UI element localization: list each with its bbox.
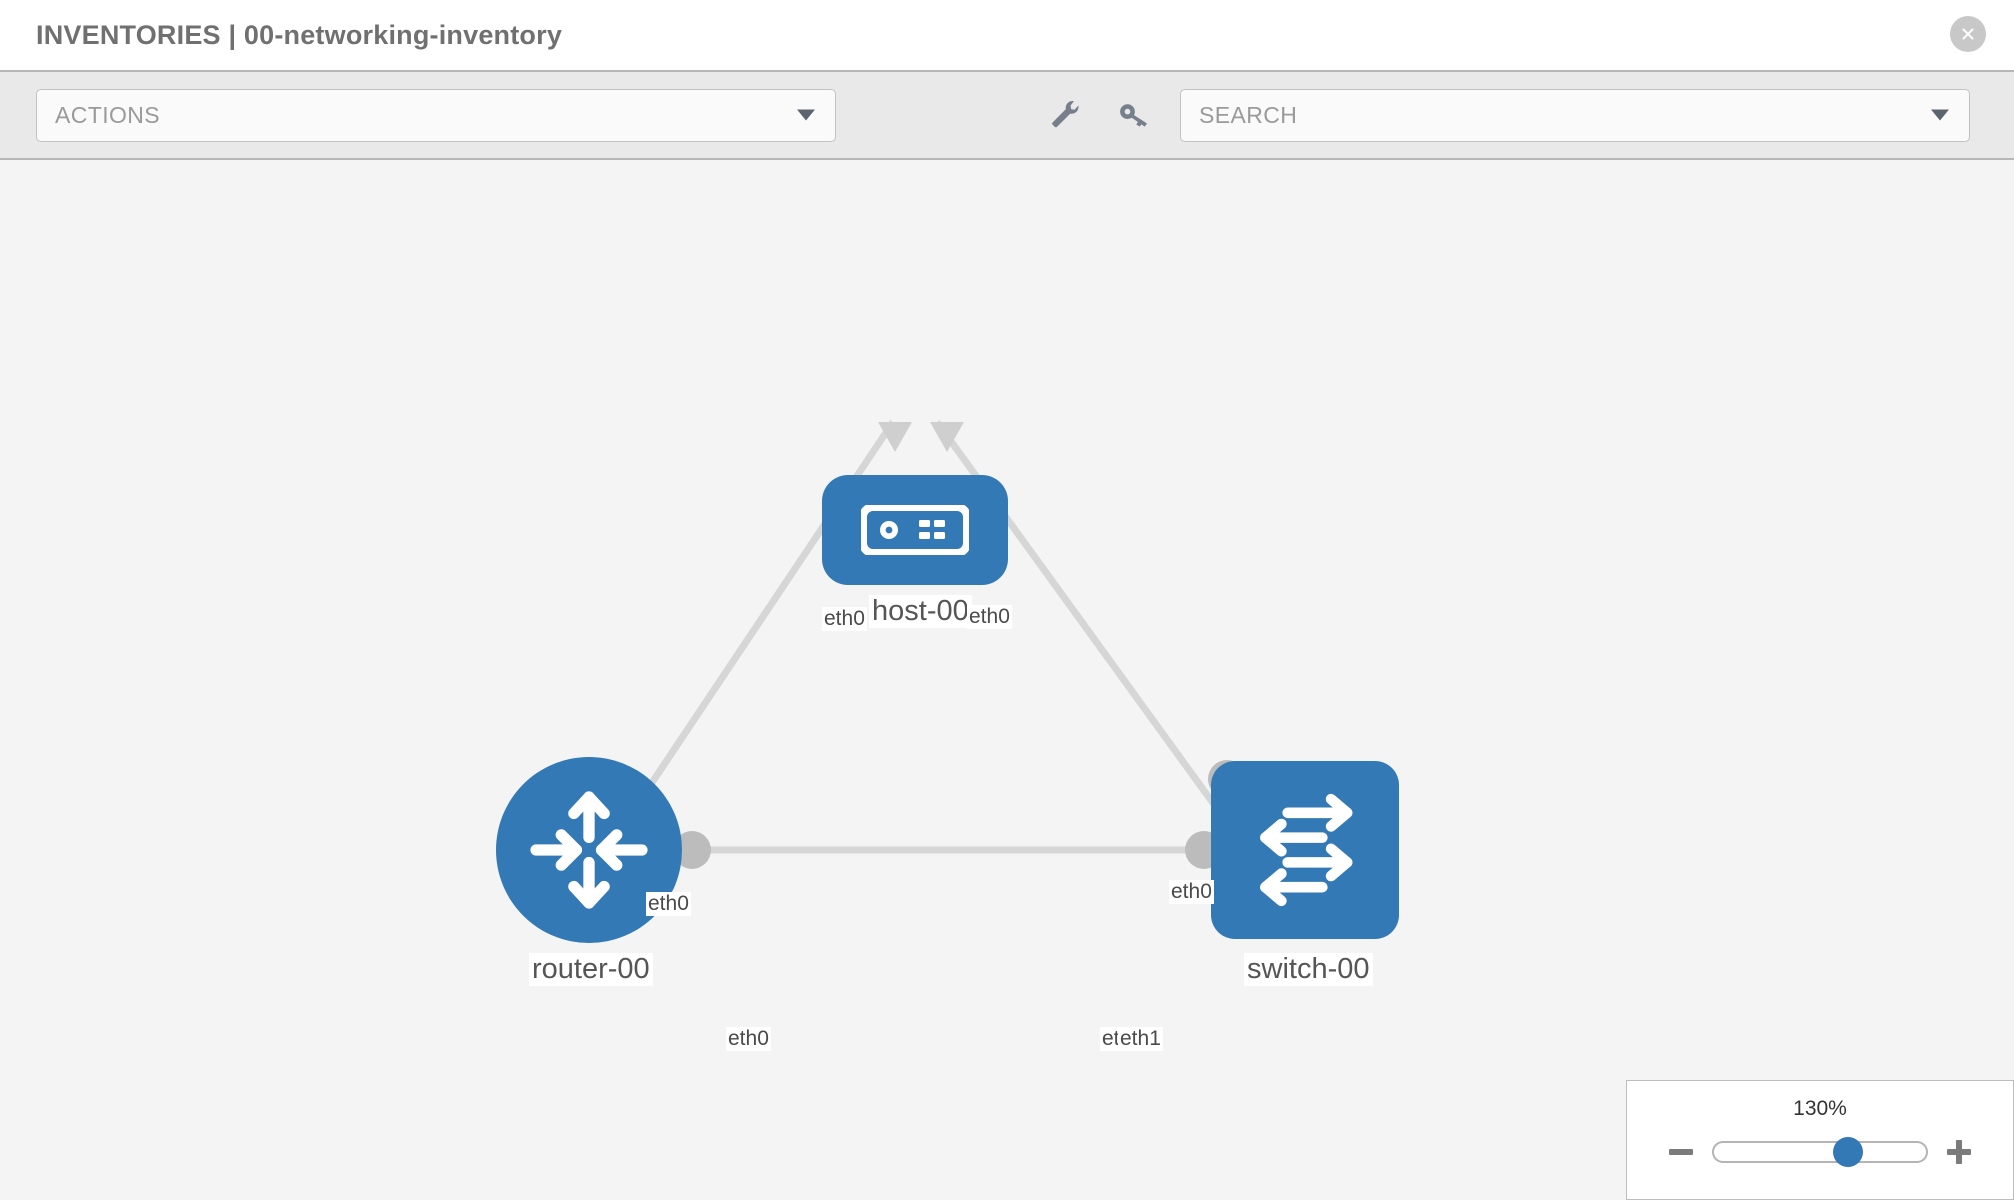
zoom-slider-thumb[interactable]: [1832, 1137, 1863, 1167]
chevron-down-icon: [1931, 109, 1949, 121]
zoom-in-button[interactable]: [1942, 1135, 1976, 1169]
page-title: INVENTORIES | 00-networking-inventory: [36, 19, 563, 50]
search-placeholder: SEARCH: [1199, 101, 1298, 128]
edge-label-host-right: eth0: [967, 605, 1012, 629]
zoom-level-value: 130%: [1793, 1097, 1847, 1120]
switch-arrows-icon: [1260, 793, 1353, 907]
edge-label-host-left: eth0: [822, 607, 867, 631]
close-icon[interactable]: [1950, 16, 1986, 52]
zoom-out-button[interactable]: [1664, 1135, 1698, 1169]
node-host-00-label: host-00: [869, 595, 972, 628]
search-input[interactable]: SEARCH: [1180, 88, 1970, 142]
router-arrows-icon: [530, 791, 648, 909]
zoom-slider-row: [1627, 1135, 2013, 1169]
node-router-00-label: router-00: [529, 953, 653, 986]
edge-label-router-east: eth0: [726, 1027, 771, 1051]
node-switch-00-shape[interactable]: [1211, 761, 1399, 939]
actions-dropdown[interactable]: ACTIONS: [36, 88, 836, 142]
arrow-host-left: [878, 422, 912, 452]
wrench-icon[interactable]: [1044, 93, 1088, 137]
node-switch-00-label: switch-00: [1244, 953, 1373, 986]
window-header: INVENTORIES | 00-networking-inventory: [0, 0, 2014, 70]
toolbar: ACTIONS SEARCH: [0, 70, 2014, 160]
arrow-host-right: [930, 422, 964, 452]
edge-label-switch-north: eth0: [1169, 880, 1214, 904]
server-icon: [861, 505, 969, 555]
edge-label-router-north: eth0: [646, 892, 691, 916]
topology-links: [589, 419, 1250, 854]
edge-label-switch-west-b: eth1: [1118, 1027, 1163, 1051]
zoom-slider[interactable]: [1712, 1137, 1928, 1167]
topology-canvas[interactable]: host-00: [0, 160, 2014, 1200]
node-host-00-shape[interactable]: [822, 475, 1008, 585]
zoom-control-panel: 130%: [1626, 1080, 2014, 1200]
actions-dropdown-label: ACTIONS: [55, 101, 161, 128]
chevron-down-icon: [797, 109, 815, 121]
key-icon[interactable]: [1112, 93, 1156, 137]
